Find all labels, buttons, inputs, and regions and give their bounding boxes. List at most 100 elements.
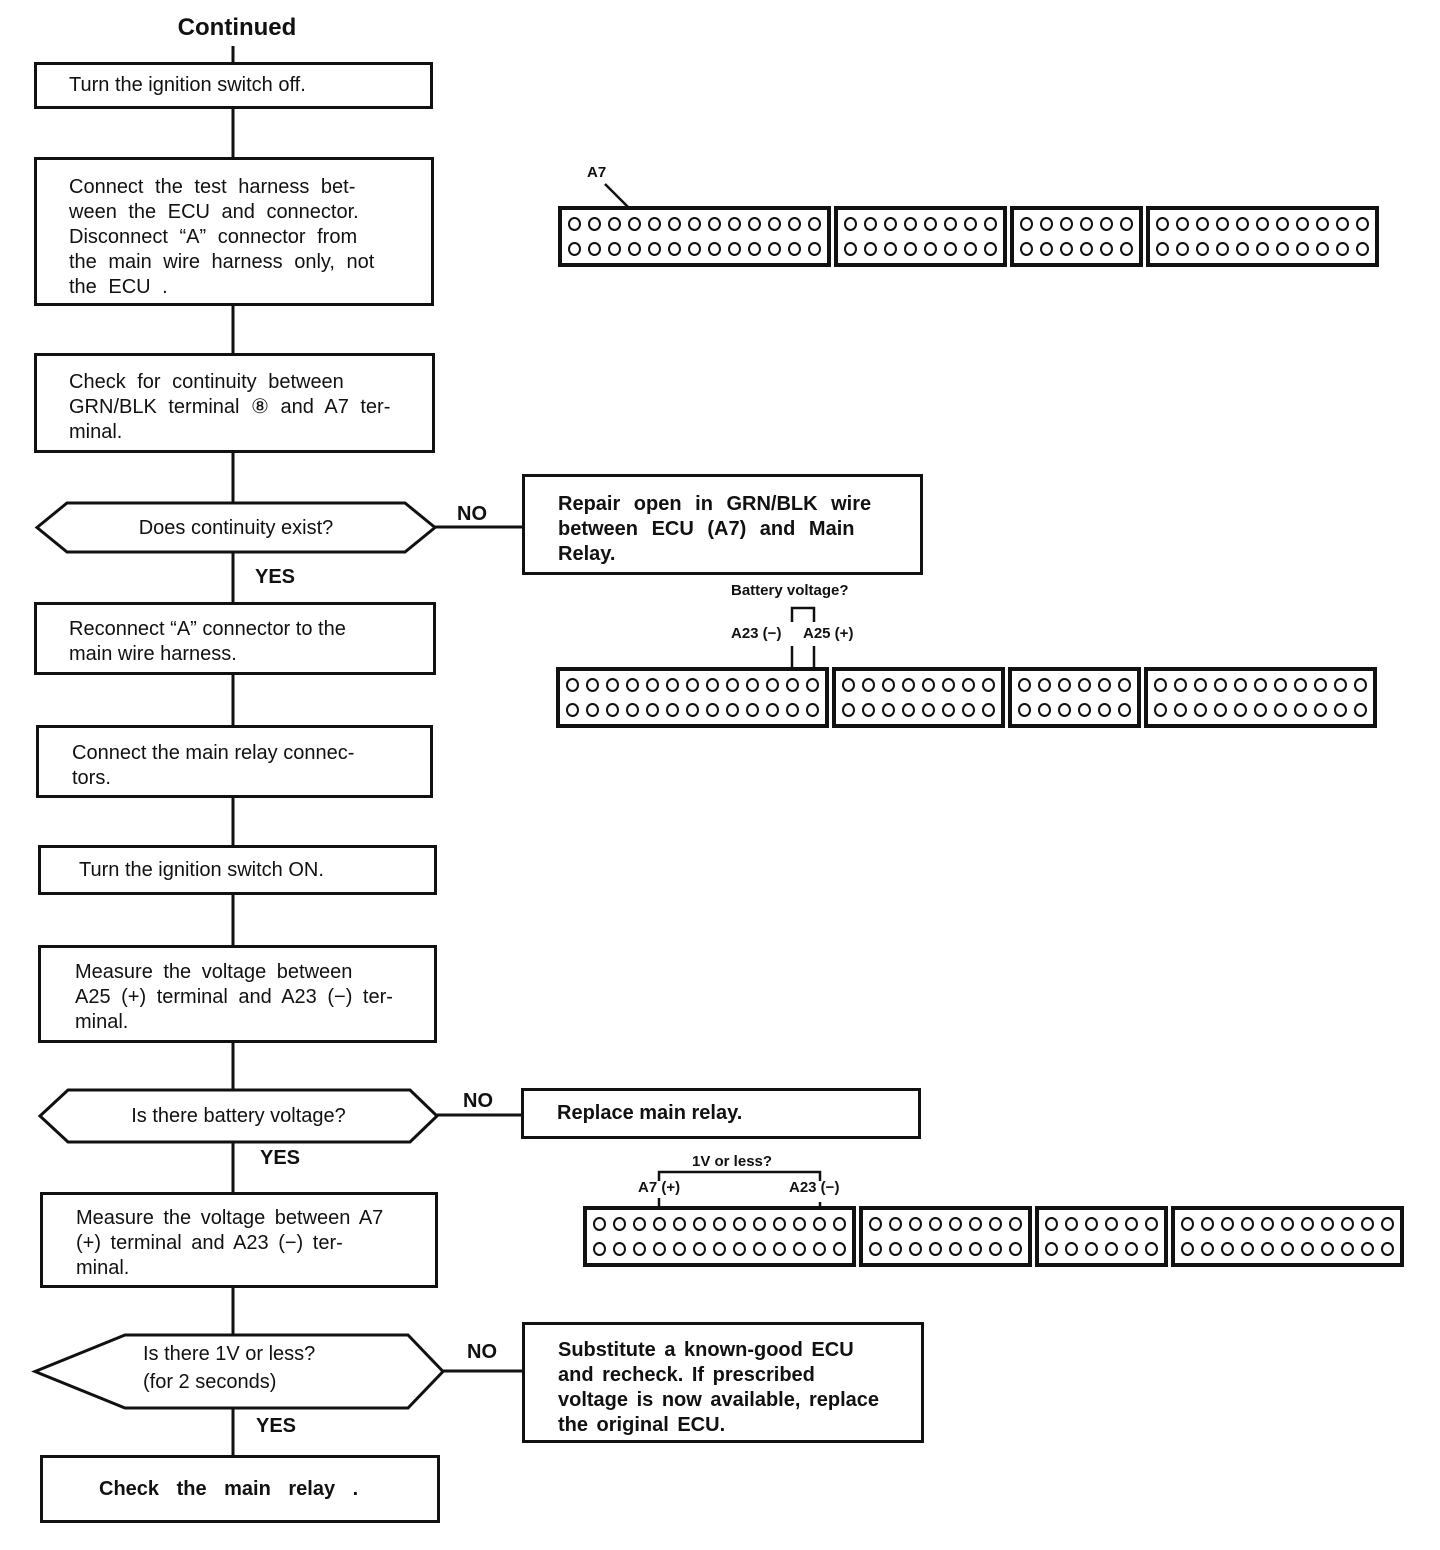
pin-circle (1361, 1242, 1374, 1256)
decision-battery-voltage: Is there battery voltage? (40, 1090, 437, 1142)
pin-circle (864, 217, 877, 231)
pin-row (1181, 1242, 1394, 1256)
pin-circle (1174, 678, 1187, 692)
pin-circle (608, 217, 621, 231)
pin-circle (944, 217, 957, 231)
pin-circle (766, 678, 779, 692)
pin-circle (902, 678, 915, 692)
pin-circle (813, 1217, 826, 1231)
pin-circle (648, 242, 661, 256)
pin-circle (1125, 1242, 1138, 1256)
pin-circle (1201, 1217, 1214, 1231)
pin-circle (686, 703, 699, 717)
step-reconnect-a-connector: Reconnect “A” connector to the main wire… (34, 602, 436, 675)
no-branch-lines (435, 525, 523, 1373)
pin-circle (869, 1217, 882, 1231)
pin-circle (1234, 703, 1247, 717)
step-connect-test-harness: Connect the test harness bet- ween the E… (34, 157, 434, 306)
result-repair-open-wire: Repair open in GRN/BLK wire between ECU … (522, 474, 923, 575)
pin-circle (1196, 242, 1209, 256)
pin-circle (673, 1217, 686, 1231)
decision-shape-one-volt (31, 1333, 446, 1410)
pin-circle (1341, 1217, 1354, 1231)
pin-circle (693, 1242, 706, 1256)
pin-circle (713, 1242, 726, 1256)
result-substitute-ecu: Substitute a known-good ECU and recheck.… (522, 1322, 924, 1443)
pin-circle (793, 1242, 806, 1256)
pin-circle (884, 217, 897, 231)
pin-circle (884, 242, 897, 256)
pin-circle (882, 703, 895, 717)
pin-circle (628, 217, 641, 231)
pin-circle (768, 242, 781, 256)
pin-circle (793, 1217, 806, 1231)
pin-circle (1354, 678, 1367, 692)
decision-text: Is there battery voltage? (131, 1105, 346, 1127)
pin-circle (1201, 1242, 1214, 1256)
no-label-battery: NO (463, 1090, 493, 1112)
result-replace-main-relay: Replace main relay. (521, 1088, 921, 1139)
pin-circle (626, 703, 639, 717)
battery-voltage-label: Battery voltage? (731, 582, 849, 599)
pin-circle (889, 1242, 902, 1256)
pin-circle (808, 242, 821, 256)
connector-section (859, 1206, 1032, 1267)
yes-label-one-volt: YES (256, 1415, 297, 1437)
pin-circle (1078, 703, 1091, 717)
pin-circle (768, 217, 781, 231)
pin-circle (1038, 703, 1051, 717)
pin-circle (686, 678, 699, 692)
pin-circle (1314, 703, 1327, 717)
step-check-continuity: Check for continuity between GRN/BLK ter… (34, 353, 435, 453)
pin-circle (1009, 1217, 1022, 1231)
pin-circle (1334, 678, 1347, 692)
pin-circle (1221, 1217, 1234, 1231)
pin-circle (1296, 242, 1309, 256)
connector-section (1171, 1206, 1404, 1267)
pin-circle (1085, 1242, 1098, 1256)
pin-circle (1294, 678, 1307, 692)
result-text: Replace main relay. (557, 1102, 743, 1124)
pin-circle (1236, 242, 1249, 256)
pin-circle (666, 703, 679, 717)
pin-circle (1080, 217, 1093, 231)
pin-circle (1145, 1242, 1158, 1256)
connector-section (834, 206, 1007, 267)
pin-circle (606, 703, 619, 717)
pin-circle (706, 678, 719, 692)
pin-row (1020, 242, 1133, 256)
pin-circle (1334, 703, 1347, 717)
pin-circle (984, 242, 997, 256)
pin-circle (1078, 678, 1091, 692)
pin-circle (909, 1242, 922, 1256)
pin-circle (1085, 1217, 1098, 1231)
pin-circle (748, 242, 761, 256)
pin-row (844, 242, 997, 256)
pin-circle (606, 678, 619, 692)
pin-row (1020, 217, 1133, 231)
pin-circle (1181, 1217, 1194, 1231)
continued-label: Continued (177, 14, 297, 41)
pin-circle (1098, 703, 1111, 717)
pin-circle (1098, 678, 1111, 692)
pin-circle (909, 1217, 922, 1231)
pin-circle (568, 242, 581, 256)
pin-circle (1045, 1217, 1058, 1231)
pin-circle (869, 1242, 882, 1256)
pin-circle (982, 678, 995, 692)
pin-circle (1256, 217, 1269, 231)
step-check-main-relay: Check the main relay . (40, 1455, 440, 1523)
pin-row (1045, 1217, 1158, 1231)
pin-label-a25-pos: A25 (+) (803, 625, 854, 642)
pin-circle (1254, 678, 1267, 692)
pin-circle (1234, 678, 1247, 692)
pin-circle (1336, 242, 1349, 256)
pin-circle (1145, 1217, 1158, 1231)
pin-circle (613, 1242, 626, 1256)
pin-circle (588, 217, 601, 231)
pin-circle (1194, 678, 1207, 692)
pin-circle (1194, 703, 1207, 717)
yes-label-continuity: YES (255, 566, 296, 588)
pin-circle (922, 678, 935, 692)
